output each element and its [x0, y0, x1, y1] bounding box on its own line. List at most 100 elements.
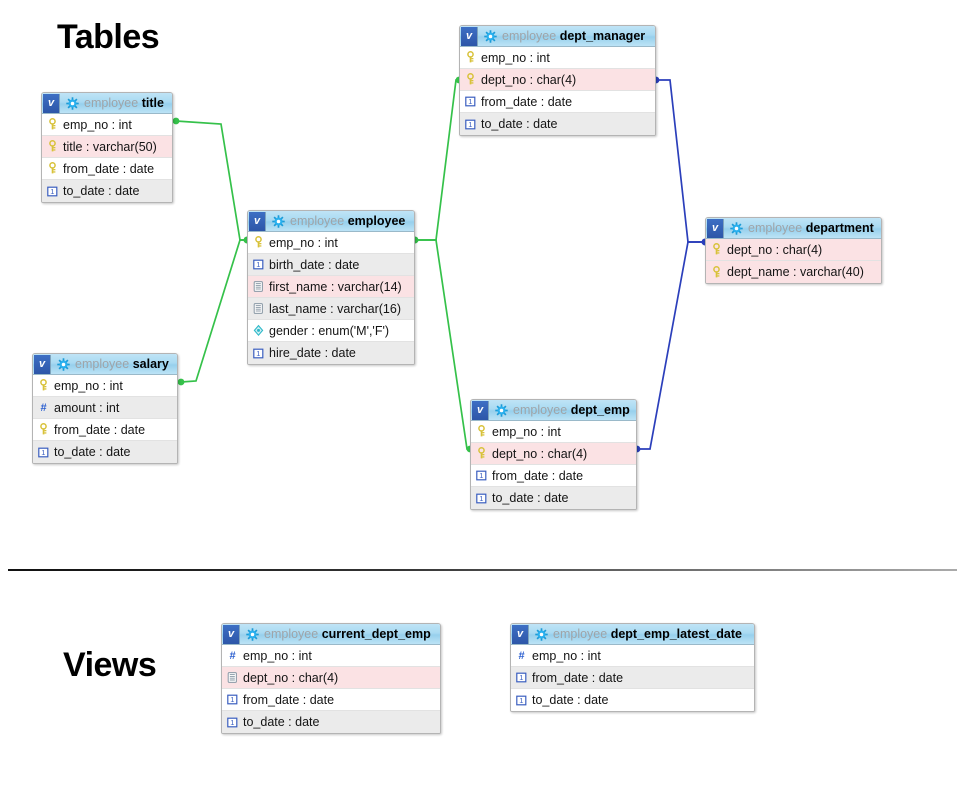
- date-icon: 1: [516, 672, 527, 683]
- column-row[interactable]: title : varchar(50): [42, 136, 172, 158]
- entity-title-text: employee current_dept_emp: [264, 627, 431, 641]
- view-badge-icon: v: [461, 26, 478, 46]
- relationship-endpoint: [177, 378, 185, 386]
- section-heading-tables: Tables: [57, 18, 160, 56]
- column-label: dept_no : char(4): [492, 446, 588, 461]
- hash-icon: #: [40, 402, 46, 414]
- column-row[interactable]: dept_no : char(4): [222, 667, 440, 689]
- column-row[interactable]: dept_name : varchar(40): [706, 261, 881, 283]
- column-row[interactable]: 1 to_date : date: [33, 441, 177, 463]
- entity-current_dept_emp[interactable]: v employee current_dept_emp # emp_no : int d…: [221, 623, 441, 734]
- column-row[interactable]: gender : enum('M','F'): [248, 320, 414, 342]
- relationship-title-employee: [175, 120, 247, 241]
- gear-icon: [535, 627, 548, 641]
- key-icon: [467, 51, 474, 63]
- gear-icon: [57, 357, 70, 371]
- key-icon: [467, 73, 474, 85]
- column-row[interactable]: from_date : date: [42, 158, 172, 180]
- entity-title-bar[interactable]: v employee current_dept_emp: [222, 624, 440, 645]
- entity-name-label: dept_manager: [559, 29, 646, 43]
- hash-icon: #: [229, 650, 235, 662]
- column-label: title : varchar(50): [63, 139, 157, 154]
- column-row[interactable]: 1 from_date : date: [222, 689, 440, 711]
- text-icon: [253, 303, 263, 314]
- key-icon: [49, 140, 56, 152]
- column-label: to_date : date: [54, 445, 131, 459]
- relationship-department-dept_manager: [656, 79, 705, 243]
- svg-text:1: 1: [230, 695, 234, 704]
- entity-name-label: employee: [347, 214, 406, 228]
- gear-icon: [495, 403, 508, 417]
- column-label: from_date : date: [63, 161, 155, 176]
- column-row[interactable]: dept_no : char(4): [706, 239, 881, 261]
- entity-title-bar[interactable]: v employee dept_emp_latest_date: [511, 624, 754, 645]
- relationship-salary-employee: [180, 239, 247, 383]
- column-row[interactable]: dept_no : char(4): [460, 69, 655, 91]
- column-row[interactable]: emp_no : int: [42, 114, 172, 136]
- column-row[interactable]: #emp_no : int: [511, 645, 754, 667]
- column-label: emp_no : int: [269, 235, 338, 250]
- svg-text:1: 1: [50, 187, 54, 196]
- hash-icon: #: [518, 650, 524, 662]
- column-label: emp_no : int: [243, 648, 312, 663]
- entity-dept_emp_latest_date[interactable]: v employee dept_emp_latest_date #emp_no : …: [510, 623, 755, 712]
- date-icon: 1: [227, 717, 238, 727]
- entity-title-text: employee employee: [290, 214, 405, 228]
- view-badge-icon: v: [34, 354, 51, 374]
- column-row[interactable]: from_date : date: [33, 419, 177, 441]
- column-row[interactable]: emp_no : int: [33, 375, 177, 397]
- column-row[interactable]: last_name : varchar(16): [248, 298, 414, 320]
- entity-title-text: employee department: [748, 221, 874, 235]
- entity-title-text: employee dept_emp_latest_date: [553, 627, 742, 641]
- entity-name-label: salary: [132, 357, 169, 371]
- date-icon: 1: [465, 119, 476, 129]
- date-icon: 1: [227, 694, 238, 705]
- column-row[interactable]: emp_no : int: [248, 232, 414, 254]
- column-row[interactable]: #amount : int: [33, 397, 177, 419]
- column-label: from_date : date: [481, 94, 573, 109]
- column-label: from_date : date: [243, 692, 335, 707]
- column-label: from_date : date: [492, 468, 584, 483]
- column-row[interactable]: 1 from_date : date: [460, 91, 655, 113]
- column-row[interactable]: emp_no : int: [460, 47, 655, 69]
- column-label: dept_no : char(4): [243, 670, 339, 685]
- view-badge-icon: v: [223, 624, 240, 644]
- column-label: to_date : date: [63, 184, 140, 198]
- column-row[interactable]: emp_no : int: [471, 421, 636, 443]
- gear-icon: [484, 29, 497, 43]
- relationship-endpoint: [172, 117, 180, 125]
- view-badge-icon: v: [512, 624, 529, 644]
- relationship-employee-dept_manager: [415, 79, 459, 241]
- date-icon: 1: [253, 348, 264, 358]
- key-icon: [40, 379, 47, 391]
- column-row[interactable]: dept_no : char(4): [471, 443, 636, 465]
- column-row[interactable]: # emp_no : int: [222, 645, 440, 667]
- date-icon: 1: [465, 96, 476, 107]
- relationship-department-dept_emp: [637, 241, 705, 450]
- column-row[interactable]: 1 to_date : date: [42, 180, 172, 202]
- entity-name-label: department: [805, 221, 874, 235]
- gear-icon: [246, 627, 259, 641]
- svg-text:1: 1: [41, 448, 45, 457]
- column-row[interactable]: first_name : varchar(14): [248, 276, 414, 298]
